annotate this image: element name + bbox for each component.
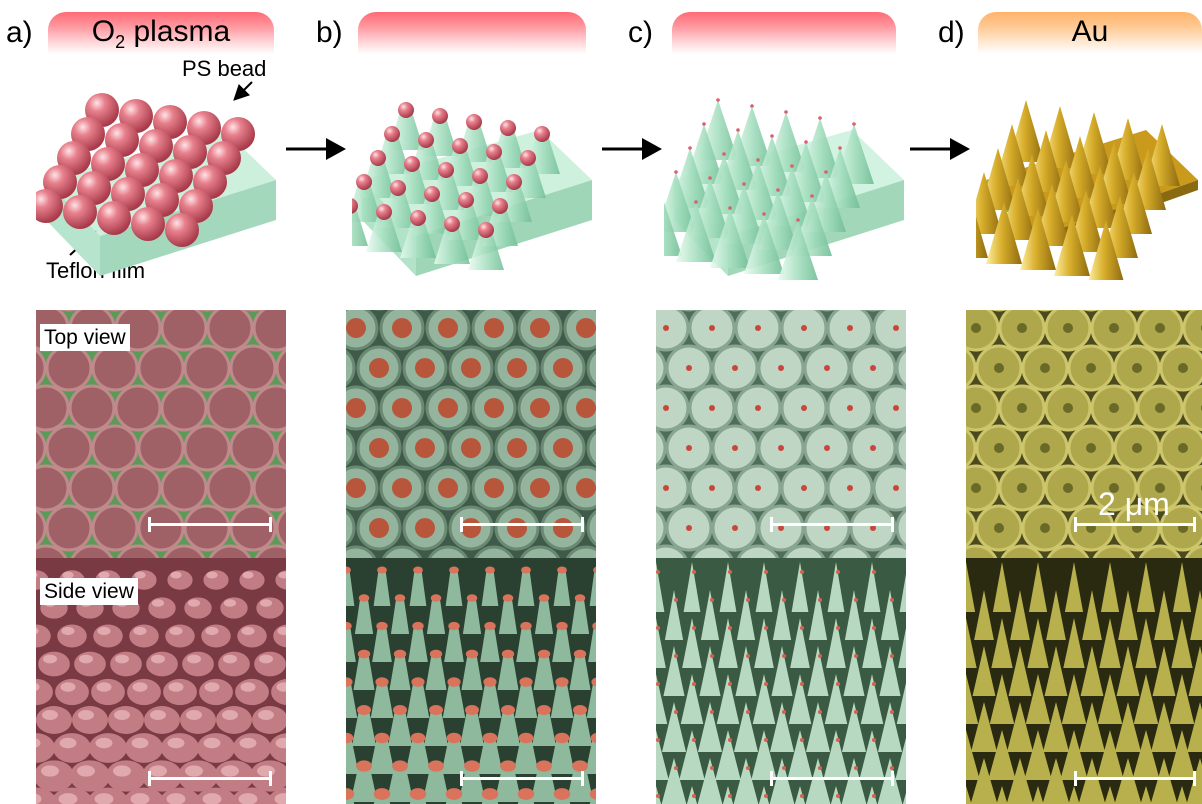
ps-bead (478, 222, 494, 238)
ps-bead (370, 150, 386, 166)
ps-bead (424, 186, 440, 202)
ps-bead (356, 174, 372, 190)
plasma-header-b (358, 12, 586, 54)
ps-bead (384, 126, 400, 142)
sem-top-view-d (966, 310, 1202, 558)
side-view-label: Side view (40, 578, 138, 605)
ps-bead (452, 138, 468, 154)
process-arrow-1 (286, 138, 346, 160)
ps-bead (500, 120, 516, 136)
schematic-ps-beads-on-teflon (36, 93, 276, 276)
o2-plasma-header: O2 plasma (48, 12, 274, 54)
sem-side-view-c (656, 558, 906, 804)
ps-bead (492, 198, 508, 214)
ps-bead (97, 201, 131, 235)
top-view-label: Top view (40, 324, 130, 351)
ps-bead (458, 192, 474, 208)
scale-bar (460, 517, 584, 532)
ps-bead (165, 213, 199, 247)
panel-a-letter: a) (6, 16, 33, 49)
scale-bar-label: 2 μm (1098, 486, 1170, 522)
process-arrow-2 (602, 138, 662, 160)
ps-bead (472, 168, 488, 184)
ps-bead-arrow (233, 81, 253, 101)
scale-bar (460, 771, 584, 786)
scale-bar (770, 771, 894, 786)
ps-bead (404, 156, 420, 172)
plasma-header-c (672, 12, 896, 54)
panel-d-letter: d) (938, 16, 965, 49)
sem-side-view-d (966, 558, 1202, 804)
scale-bar (1074, 517, 1196, 532)
scale-bar (148, 771, 272, 786)
ps-bead (418, 132, 434, 148)
ps-bead (36, 189, 63, 223)
ps-bead (432, 108, 448, 124)
sem-side-view-b (346, 558, 596, 804)
scale-bar (148, 517, 272, 532)
ps-bead (390, 180, 406, 196)
sem-top-view-a (36, 310, 286, 558)
ps-bead (506, 174, 522, 190)
ps-bead (444, 216, 460, 232)
ps-bead (63, 195, 97, 229)
schematic-etched-beads-cones (352, 102, 592, 276)
ps-bead (466, 114, 482, 130)
ps-bead (131, 207, 165, 241)
ps-bead (534, 126, 550, 142)
ps-bead (352, 198, 358, 214)
ps-bead-label: PS bead (182, 56, 267, 81)
ps-bead (398, 102, 414, 118)
scale-bar (770, 517, 894, 532)
schematic-teflon-nanocones (664, 98, 904, 280)
process-arrow-3 (910, 138, 970, 160)
ps-bead (520, 150, 536, 166)
scale-bar (1074, 771, 1196, 786)
sem-top-view-b (346, 310, 596, 558)
panel-c-letter: c) (628, 16, 653, 49)
ps-bead (410, 210, 426, 226)
ps-bead (438, 162, 454, 178)
ps-bead (376, 204, 392, 220)
au-header: Au (978, 12, 1202, 54)
schematic-gold-coated-cones (976, 100, 1198, 280)
ps-bead (486, 144, 502, 160)
panel-b-letter: b) (316, 16, 343, 49)
sem-top-view-c (656, 310, 906, 558)
